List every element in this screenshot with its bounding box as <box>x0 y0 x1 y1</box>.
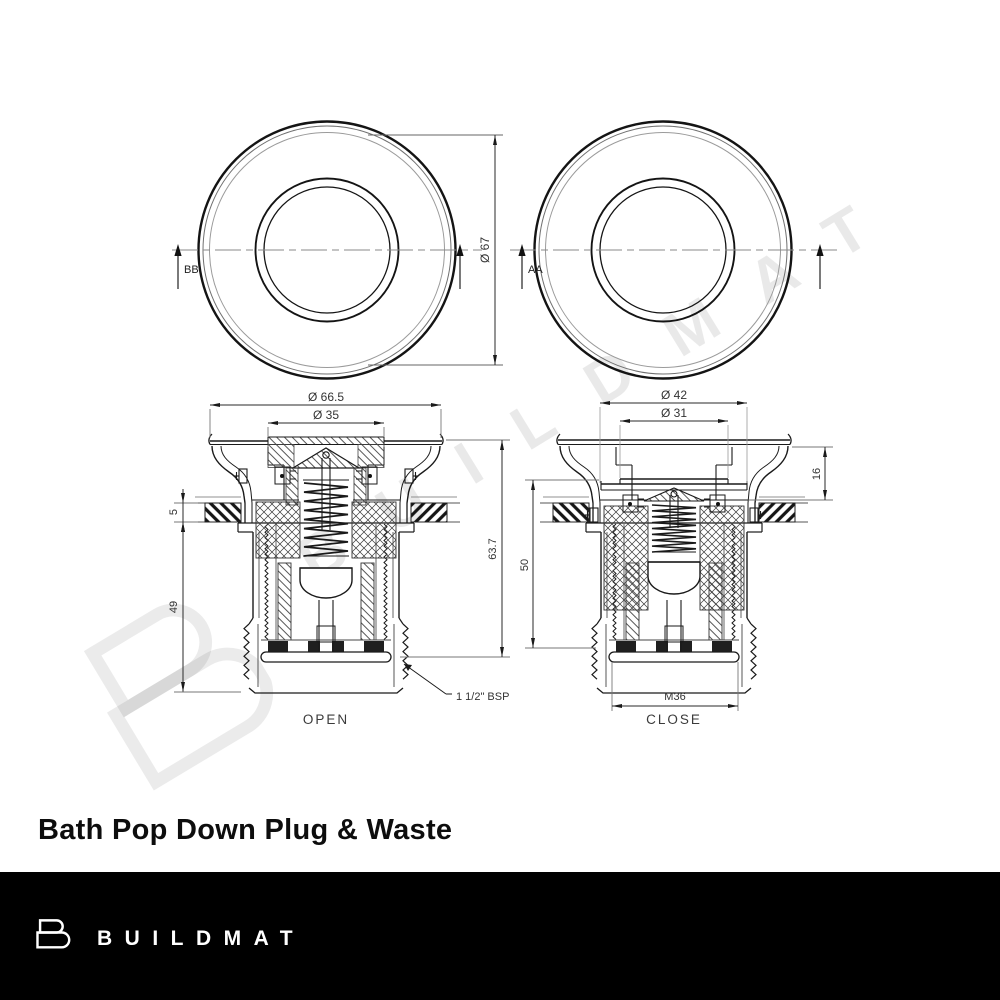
label-open: OPEN <box>303 712 349 727</box>
dim-height-637: 63.7 <box>487 538 499 559</box>
dim-proud-16: 16 <box>811 468 823 480</box>
section-marker-bb: BB <box>184 264 199 276</box>
dim-67: Ø 67 <box>478 237 492 263</box>
section-marker-aa: AA <box>528 264 543 276</box>
buildmat-logo-icon <box>36 919 71 949</box>
dim-cap-od-42: Ø 42 <box>661 388 687 402</box>
dim-deck-5: 5 <box>168 509 180 515</box>
label-close: CLOSE <box>646 712 702 727</box>
dim-inner-31: Ø 31 <box>661 406 687 420</box>
watermark-logo-icon <box>83 603 274 791</box>
dim-depth-49: 49 <box>168 601 180 613</box>
dim-body-50: 50 <box>519 559 531 571</box>
dim-flange-od: Ø 66.5 <box>308 390 344 404</box>
product-title: Bath Pop Down Plug & Waste <box>38 814 453 846</box>
dim-cap-35: Ø 35 <box>313 408 339 422</box>
brand-footer: BUILDMAT <box>0 872 1000 1000</box>
brand-name: BUILDMAT <box>97 927 306 950</box>
drawing-canvas: Ø 66.5 Ø 35 Ø 67 5 49 63.7 1 1/2" BSP OP… <box>168 120 838 727</box>
dim-thread-bsp: 1 1/2" BSP <box>456 691 509 703</box>
dim-thread-m36: M36 <box>664 691 685 703</box>
